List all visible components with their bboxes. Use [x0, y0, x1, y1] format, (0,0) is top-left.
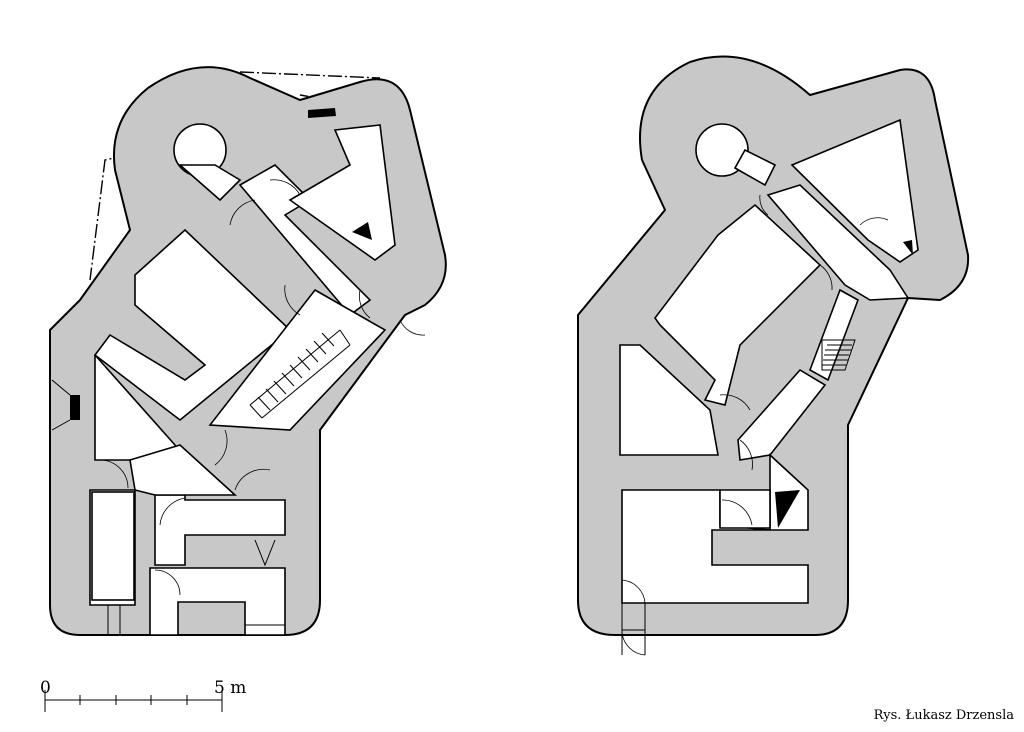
embrasure-left	[51, 379, 71, 431]
scale-bar: 0 5 m	[40, 678, 246, 712]
chamber-main-left	[93, 228, 292, 422]
long-corridor-right	[737, 368, 827, 461]
stairs-left	[249, 329, 351, 419]
fixture-gun-left	[70, 395, 80, 420]
round-void-right	[695, 123, 749, 177]
doors-right	[621, 194, 889, 656]
fixture-triangle-left	[352, 222, 372, 240]
embrasure-bottom	[254, 539, 276, 567]
void-neck-left	[177, 164, 242, 202]
exit-left	[107, 605, 121, 635]
doors-left	[99, 179, 426, 596]
plan-left	[49, 66, 447, 636]
author-credit: Rys. Łukasz Drzensla	[873, 708, 1014, 723]
corridor-west-left	[91, 491, 135, 601]
door-box-right	[719, 489, 771, 529]
scale-bar-line	[44, 690, 223, 712]
corridor-upper-right	[766, 184, 910, 301]
lower-chamber-a-left	[154, 494, 286, 566]
fixture-corner-right	[903, 240, 913, 255]
scale-bar-end-label: 5 m	[214, 678, 246, 698]
scale-bar-start-label: 0	[40, 678, 51, 698]
fixture-triangle-right	[775, 490, 800, 528]
void-neck-right	[733, 148, 777, 187]
exit-right	[245, 624, 285, 636]
neck-room-left	[129, 444, 238, 496]
lower-chamber-b-left	[149, 567, 286, 636]
triangle-room-right	[790, 118, 919, 263]
plan-right	[577, 55, 970, 656]
fixture-top-left	[308, 108, 336, 118]
exit-right-plan	[621, 603, 646, 655]
stairs-right	[821, 339, 856, 371]
stair-corridor-left	[208, 288, 387, 431]
west-chamber-right	[619, 344, 719, 456]
chamber-main-right	[654, 203, 822, 406]
